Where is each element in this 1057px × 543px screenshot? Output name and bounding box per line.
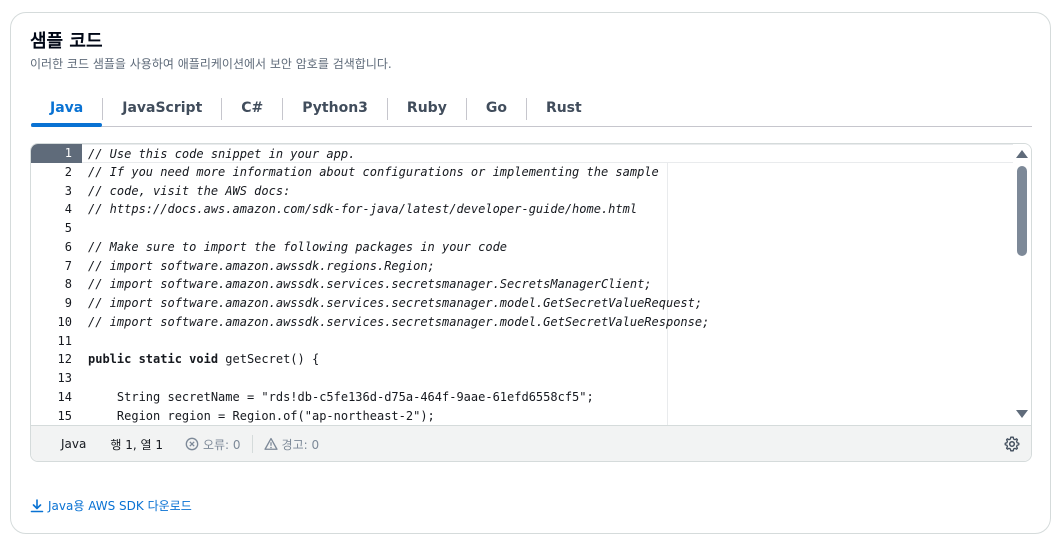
gear-icon[interactable] — [1004, 436, 1020, 452]
code-line-text: // import software.amazon.awssdk.regions… — [82, 257, 1013, 276]
tab-divider — [525, 97, 527, 120]
download-sdk-label: Java용 AWS SDK 다운로드 — [48, 499, 192, 513]
code-comment: // If you need more information about co… — [88, 164, 659, 179]
code-line[interactable]: 4 // https://docs.aws.amazon.com/sdk-for-… — [31, 200, 1013, 219]
code-line[interactable]: 2 // If you need more information about c… — [31, 163, 1013, 182]
line-number: 9 — [64, 296, 72, 310]
code-line-text: String secretName = "rds!db-c5fe136d-d75… — [82, 388, 1013, 407]
print-margin — [667, 144, 668, 425]
code-line[interactable]: 10 // import software.amazon.awssdk.servi… — [31, 313, 1013, 332]
scrollbar-thumb[interactable] — [1017, 166, 1027, 256]
tab-javascript[interactable]: JavaScript — [122, 100, 203, 116]
code-line[interactable]: 15 Region region = Region.of("ap-northea… — [31, 407, 1013, 426]
code-line-text: // import software.amazon.awssdk.service… — [82, 294, 1013, 313]
code-token: getSecret() { — [218, 352, 320, 367]
code-line[interactable]: 12 public static void getSecret() { — [31, 350, 1013, 369]
status-warnings[interactable]: 경고: 0 — [263, 436, 320, 453]
code-line[interactable]: 5 — [31, 219, 1013, 238]
code-comment: // import software.amazon.awssdk.service… — [88, 277, 652, 292]
line-number: 4 — [64, 202, 72, 217]
status-warnings-label: 경고: 0 — [281, 437, 320, 452]
code-line[interactable]: 11 — [31, 332, 1013, 351]
tab-python3[interactable]: Python3 — [302, 100, 368, 116]
code-line-text — [82, 219, 1013, 238]
download-icon — [30, 498, 44, 512]
tab-java[interactable]: Java — [31, 91, 103, 127]
code-line[interactable]: 13 — [31, 369, 1013, 388]
code-line-text: Region region = Region.of("ap-northeast-… — [82, 407, 1013, 426]
code-line[interactable]: 6 // Make sure to import the following pa… — [31, 238, 1013, 257]
code-line-text — [82, 369, 1013, 388]
tab-ruby[interactable]: Ruby — [406, 100, 447, 116]
code-line-text: // Make sure to import the following pac… — [82, 238, 1013, 257]
tab-divider — [282, 97, 284, 120]
code-comment: // code, visit the AWS docs: — [88, 183, 291, 198]
tab-csharp[interactable]: C# — [241, 100, 264, 116]
line-number: 5 — [64, 221, 72, 235]
line-number: 13 — [57, 371, 72, 385]
code-line-text: // import software.amazon.awssdk.service… — [82, 313, 1013, 332]
warning-triangle-icon — [263, 437, 278, 450]
code-comment: // import software.amazon.awssdk.service… — [88, 314, 710, 329]
code-area[interactable]: 1 // Use this code snippet in your app. 2 /… — [31, 144, 1013, 425]
line-number: 12 — [57, 352, 72, 367]
code-line-text: // code, visit the AWS docs: — [82, 182, 1013, 201]
code-editor[interactable]: 1 // Use this code snippet in your app. 2 /… — [30, 143, 1032, 462]
code-keyword: public static void — [88, 352, 219, 367]
tab-rust[interactable]: Rust — [545, 100, 582, 116]
line-number: 8 — [64, 277, 72, 292]
section-title: 샘플 코드 — [30, 31, 103, 52]
language-tabs: Java JavaScript C# Python3 Ruby Go Rust — [31, 91, 1032, 127]
line-number-gutter — [31, 144, 82, 425]
error-circle-icon — [185, 437, 199, 451]
code-line[interactable]: 9 // import software.amazon.awssdk.servic… — [31, 294, 1013, 313]
download-sdk-link[interactable]: Java용 AWS SDK 다운로드 — [30, 497, 192, 514]
line-number: 3 — [64, 183, 72, 198]
section-subtitle: 이러한 코드 샘플을 사용하여 애플리케이션에서 보안 암호를 검색합니다. — [30, 57, 392, 71]
status-errors[interactable]: 오류: 0 — [185, 436, 241, 453]
code-line[interactable]: 1 // Use this code snippet in your app. — [31, 144, 1013, 163]
line-number: 11 — [57, 333, 72, 348]
status-errors-label: 오류: 0 — [202, 437, 241, 452]
line-number: 14 — [57, 389, 72, 404]
tab-divider — [465, 97, 467, 120]
code-line-text: // If you need more information about co… — [82, 163, 1013, 182]
vertical-scrollbar[interactable] — [1013, 144, 1031, 425]
tab-divider — [102, 97, 104, 120]
line-number: 10 — [57, 314, 72, 329]
line-number: 2 — [64, 164, 72, 179]
code-token: Region region = Region.of("ap-northeast-… — [88, 408, 435, 423]
line-number: 15 — [57, 408, 72, 423]
editor-status-bar: Java 행 1, 열 1 오류: 0 경고: 0 — [31, 425, 1031, 461]
code-line-text: // import software.amazon.awssdk.service… — [82, 275, 1013, 294]
code-line[interactable]: 3 // code, visit the AWS docs: — [31, 182, 1013, 201]
code-comment: // import software.amazon.awssdk.regions… — [88, 258, 435, 273]
code-line[interactable]: 7 // import software.amazon.awssdk.region… — [31, 257, 1013, 276]
code-token: String secretName = "rds!db-c5fe136d-d75… — [88, 389, 594, 404]
code-line-text — [82, 332, 1013, 351]
tab-go[interactable]: Go — [485, 100, 507, 116]
code-line-text: public static void getSecret() { — [82, 350, 1013, 369]
status-language: Java — [61, 437, 87, 451]
sample-code-panel: 샘플 코드 이러한 코드 샘플을 사용하여 애플리케이션에서 보안 암호를 검색… — [10, 12, 1051, 534]
scroll-down-arrow-icon[interactable] — [1016, 410, 1028, 418]
line-number: 6 — [64, 239, 72, 254]
status-divider — [251, 435, 253, 453]
code-comment: // https://docs.aws.amazon.com/sdk-for-j… — [88, 202, 638, 217]
code-comment: // import software.amazon.awssdk.service… — [88, 296, 703, 310]
line-number: 1 — [31, 144, 82, 163]
status-cursor-position: 행 1, 열 1 — [110, 437, 163, 452]
code-comment: // Use this code snippet in your app. — [88, 147, 356, 161]
code-comment: // Make sure to import the following pac… — [88, 239, 508, 254]
code-line-text: // https://docs.aws.amazon.com/sdk-for-j… — [82, 200, 1013, 219]
code-line[interactable]: 8 // import software.amazon.awssdk.servic… — [31, 275, 1013, 294]
tab-divider — [386, 97, 388, 120]
code-line[interactable]: 14 String secretName = "rds!db-c5fe136d-… — [31, 388, 1013, 407]
tab-divider — [221, 97, 223, 120]
scroll-up-arrow-icon[interactable] — [1016, 150, 1028, 158]
code-line-text: // Use this code snippet in your app. — [82, 144, 1013, 163]
line-number: 7 — [64, 258, 72, 273]
